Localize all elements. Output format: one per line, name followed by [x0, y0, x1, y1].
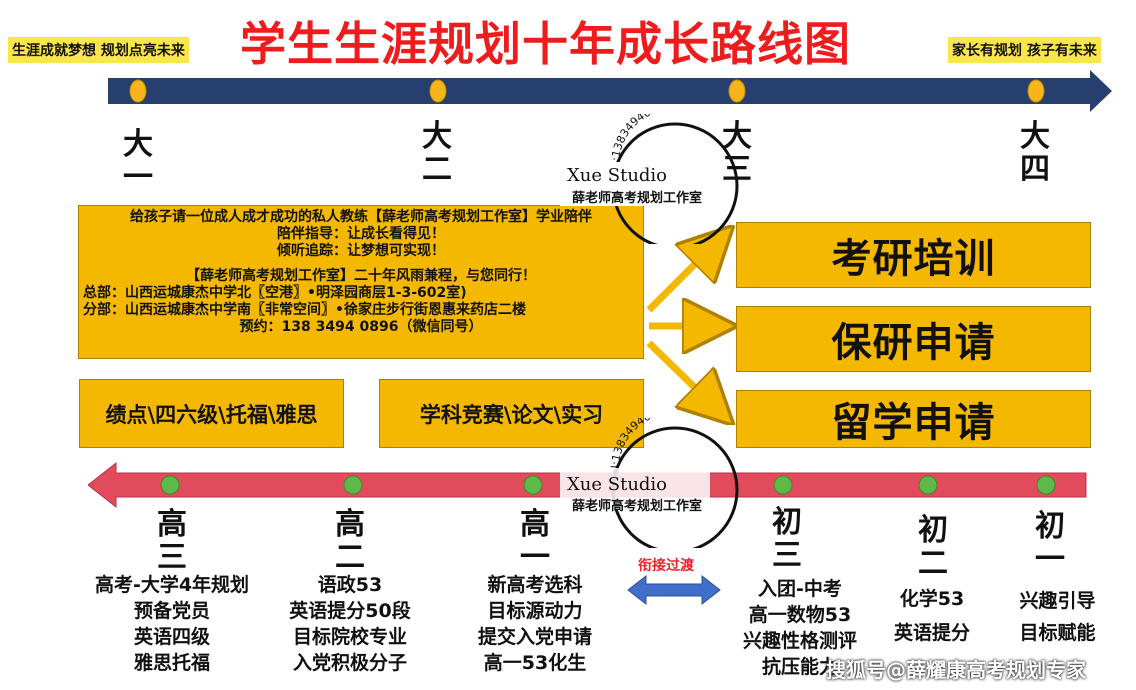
- list-item: 入党积极分子: [292, 652, 407, 674]
- stamp-studio: Xue Studio: [567, 474, 667, 495]
- list-item: 兴趣性格测评: [742, 630, 857, 652]
- watermark: 搜狐号@薛耀康高考规划专家: [826, 658, 1086, 682]
- outcome-study-abroad: 留学申请: [736, 390, 1091, 448]
- timeline-dot-1: [129, 79, 147, 103]
- school-dot-2: [343, 475, 363, 495]
- stage-uni-2: 大二: [422, 119, 452, 187]
- list-item: 英语四级: [133, 626, 210, 648]
- transition-label: 衔接过渡: [638, 558, 694, 574]
- stage-junior-3: 初三: [772, 505, 802, 573]
- stage-junior-1: 初一: [1035, 509, 1065, 577]
- school-dot-1: [160, 475, 180, 495]
- list-item: 高一数物53: [748, 604, 852, 626]
- list-item: 目标赋能: [1019, 622, 1096, 644]
- slogan-left: 生涯成就梦想 规划点亮未来: [8, 37, 189, 63]
- school-dot-3: [523, 475, 543, 495]
- info-line-7: 预约：138 3494 0896（微信同号）: [239, 319, 483, 335]
- list-senior-3: 高考-大学4年规划 预备党员 英语四级 雅思托福: [72, 572, 272, 676]
- stamp-name: 薛老师高考规划工作室: [572, 190, 702, 206]
- list-junior-2: 化学53 英语提分: [880, 586, 984, 646]
- stage-uni-3: 大三: [722, 119, 752, 187]
- stamp-studio: Xue Studio: [567, 165, 667, 186]
- slogan-right: 家长有规划 孩子有未来: [948, 37, 1101, 63]
- stamp-name: 薛老师高考规划工作室: [572, 498, 702, 514]
- school-dot-6: [1036, 475, 1056, 495]
- outcome-postgrad-exam: 考研培训: [736, 222, 1091, 288]
- list-item: 目标源动力: [487, 600, 583, 622]
- branch-arrow-3: [646, 340, 719, 411]
- school-dot-5: [918, 475, 938, 495]
- stage-senior-1: 高一: [520, 507, 550, 575]
- timeline-dot-4: [1027, 79, 1045, 103]
- outcome-recommendation: 保研申请: [736, 306, 1091, 372]
- transition-double-arrow: [627, 574, 721, 606]
- list-item: 语政53: [317, 574, 383, 596]
- stage-uni-1: 大一: [123, 127, 153, 195]
- branch-arrows: [646, 225, 739, 425]
- school-dot-4: [773, 475, 793, 495]
- stage-uni-4: 大四: [1020, 119, 1050, 187]
- skills-box-left: 绩点\四六级\托福\雅思: [79, 379, 344, 448]
- info-line-6: 分部：山西运城康杰中学南〖非常空间〗•徐家庄步行街恩惠来药店二楼: [83, 302, 526, 318]
- info-line-5: 总部：山西运城康杰中学北〖空港〗•明泽园商层1-3-602室): [83, 285, 467, 301]
- list-item: 抗压能力: [761, 656, 838, 678]
- list-item: 兴趣引导: [1019, 590, 1096, 612]
- list-senior-2: 语政53 英语提分50段 目标院校专业 入党积极分子: [260, 572, 440, 676]
- info-line-2: 陪伴指导：让成长看得见！: [277, 226, 445, 242]
- list-item: 英语提分: [893, 622, 970, 644]
- list-item: 化学53: [899, 588, 965, 610]
- branch-arrow-1: [646, 240, 719, 313]
- list-senior-1: 新高考选科 目标源动力 提交入党申请 高一53化生: [445, 572, 625, 676]
- timeline-dot-3: [728, 79, 746, 103]
- stage-senior-2: 高二: [335, 507, 365, 575]
- list-item: 高一53化生: [483, 652, 587, 674]
- list-junior-3: 入团-中考 高一数物53 兴趣性格测评 抗压能力: [720, 576, 880, 680]
- page-title: 学生生涯规划十年成长路线图: [240, 17, 851, 71]
- list-item: 提交入党申请: [477, 626, 592, 648]
- list-item: 雅思托福: [133, 652, 210, 674]
- info-line-1: 给孩子请一位成人成才成功的私人教练【薛老师高考规划工作室】学业陪伴: [130, 209, 592, 225]
- list-item: 新高考选科: [487, 574, 583, 596]
- info-line-3: 倾听追踪：让梦想可实现！: [277, 243, 445, 259]
- university-timeline-arrow: [108, 70, 1112, 112]
- skills-box-right: 学科竞赛\论文\实习: [379, 379, 644, 448]
- list-item: 目标院校专业: [292, 626, 407, 648]
- list-item: 预备党员: [133, 600, 210, 622]
- list-item: 入团-中考: [758, 578, 842, 600]
- timeline-dot-2: [429, 79, 447, 103]
- studio-info-box: 给孩子请一位成人成才成功的私人教练【薛老师高考规划工作室】学业陪伴 陪伴指导：让…: [78, 205, 644, 359]
- stage-junior-2: 初二: [918, 513, 948, 581]
- stage-senior-3: 高三: [157, 507, 187, 575]
- info-line-4: 【薛老师高考规划工作室】二十年风雨兼程，与您同行！: [186, 268, 536, 284]
- list-item: 高考-大学4年规划: [94, 574, 250, 596]
- list-item: 英语提分50段: [289, 600, 411, 622]
- list-junior-1: 兴趣引导 目标赋能: [1000, 588, 1115, 646]
